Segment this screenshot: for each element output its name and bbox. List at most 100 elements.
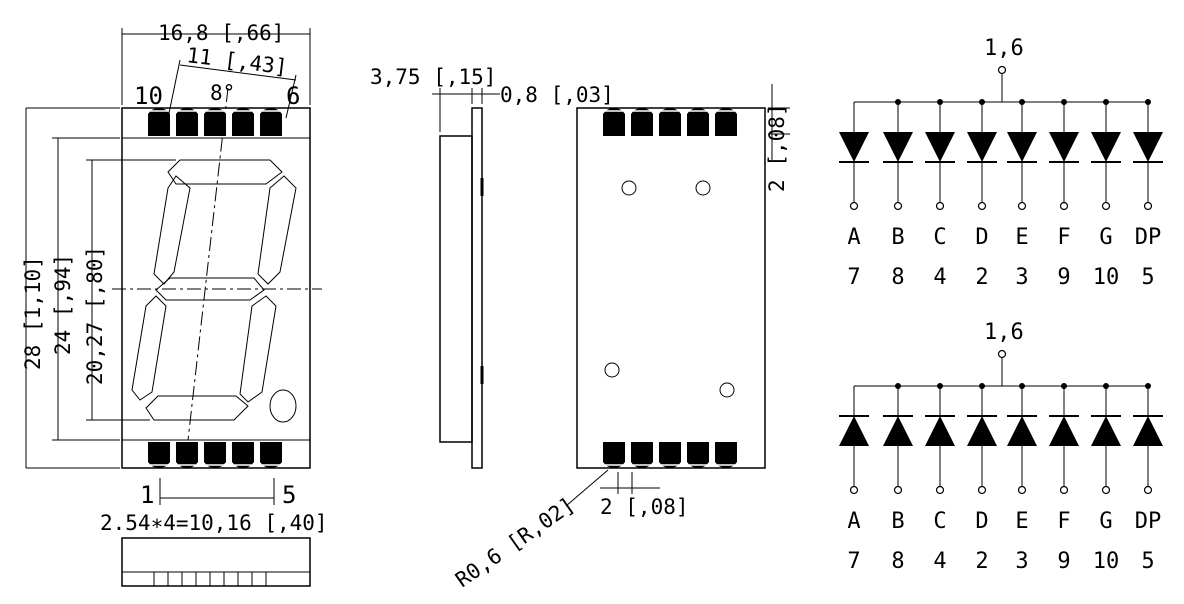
segment-terminal bbox=[1101, 485, 1111, 495]
led-diode bbox=[1007, 416, 1037, 446]
segment-terminal bbox=[1101, 201, 1111, 211]
common-terminal bbox=[997, 349, 1007, 359]
led-diode bbox=[1091, 416, 1121, 446]
segment-terminal bbox=[977, 201, 987, 211]
segment-label: F bbox=[1057, 225, 1070, 250]
led-diode bbox=[1091, 132, 1121, 162]
solder-pad bbox=[659, 108, 681, 136]
led-diode bbox=[1049, 416, 1079, 446]
led-diode bbox=[839, 416, 869, 446]
pin-number-label: 8 bbox=[891, 265, 904, 290]
pad-height-dim: 2 [,08] bbox=[765, 103, 789, 192]
segment-g bbox=[155, 277, 265, 301]
pin-label-bottom-left: 1 bbox=[140, 481, 154, 509]
segment-label: B bbox=[891, 509, 904, 534]
pin-label-bottom-right: 5 bbox=[282, 481, 296, 509]
solder-pad bbox=[603, 108, 625, 136]
side-view: 3,75 [,15] 0,8 [,03] bbox=[370, 65, 614, 469]
pin-span-dim: 11 [,43] bbox=[185, 43, 288, 79]
solder-pad bbox=[204, 442, 226, 468]
segment-terminal bbox=[1143, 485, 1153, 495]
pin-number-label: 10 bbox=[1093, 265, 1120, 290]
led-diode bbox=[839, 132, 869, 162]
pin-number-label: 7 bbox=[847, 549, 860, 574]
front-pads-bottom bbox=[148, 442, 282, 468]
led-diode bbox=[967, 416, 997, 446]
solder-pad bbox=[659, 442, 681, 468]
pin-number-label: 5 bbox=[1141, 265, 1154, 290]
segment-label: C bbox=[933, 225, 946, 250]
segment-terminal bbox=[977, 485, 987, 495]
segment-label: A bbox=[847, 225, 860, 250]
mounting-hole bbox=[719, 382, 735, 398]
segment-label: E bbox=[1015, 225, 1028, 250]
front-view: 16,8 [,66] 11 [,43] 8° 10 6 28 [1,10] 24… bbox=[21, 21, 328, 587]
segment-label: B bbox=[891, 225, 904, 250]
segment-terminal bbox=[1017, 201, 1027, 211]
solder-pad bbox=[148, 108, 170, 136]
pin-number-label: 2 bbox=[975, 549, 988, 574]
lead-dim: 0,8 [,03] bbox=[500, 83, 614, 107]
led-diode bbox=[925, 132, 955, 162]
led-diode bbox=[883, 416, 913, 446]
side-body bbox=[439, 135, 473, 443]
segment-label: A bbox=[847, 509, 860, 534]
solder-pad bbox=[148, 442, 170, 468]
solder-pad bbox=[715, 108, 737, 136]
segment-terminal bbox=[849, 201, 859, 211]
height-dim: 28 [1,10] bbox=[21, 256, 45, 370]
segment-f bbox=[153, 175, 191, 285]
pin-number-label: 10 bbox=[1093, 549, 1120, 574]
solder-pad bbox=[631, 108, 653, 136]
pin-number-label: 9 bbox=[1057, 265, 1070, 290]
pin-label-top-right: 6 bbox=[286, 82, 300, 110]
led-diode bbox=[967, 132, 997, 162]
led-diode bbox=[925, 416, 955, 446]
pin-number-label: 7 bbox=[847, 265, 860, 290]
segment-label: D bbox=[975, 509, 988, 534]
mounting-hole bbox=[695, 180, 711, 196]
pin-number-label: 4 bbox=[933, 549, 946, 574]
bottom-strip-ticks bbox=[153, 572, 267, 586]
side-pcb bbox=[471, 107, 483, 469]
segment-terminal bbox=[935, 485, 945, 495]
body-height-dim: 24 [,94] bbox=[51, 254, 75, 355]
solder-pad bbox=[176, 108, 198, 136]
led-diode bbox=[1007, 132, 1037, 162]
pin-number-label: 5 bbox=[1141, 549, 1154, 574]
segment-label: F bbox=[1057, 509, 1070, 534]
back-pads-top bbox=[603, 108, 737, 136]
back-view: 2 [,08] 2 [,08] R0,6 [R,02] bbox=[451, 84, 790, 592]
solder-pad bbox=[176, 442, 198, 468]
segment-terminal bbox=[935, 201, 945, 211]
seven-segment-digit bbox=[131, 159, 297, 421]
segment-label: DP bbox=[1135, 509, 1162, 534]
led-diode bbox=[883, 132, 913, 162]
front-body-outline bbox=[121, 107, 311, 469]
segment-terminal bbox=[1017, 485, 1027, 495]
solder-pad bbox=[260, 442, 282, 468]
segment-label: G bbox=[1099, 509, 1112, 534]
solder-pad bbox=[715, 442, 737, 468]
slant-dim: 8° bbox=[210, 81, 235, 105]
led-diode bbox=[1133, 132, 1163, 162]
pin-number-label: 8 bbox=[891, 549, 904, 574]
solder-pad bbox=[687, 442, 709, 468]
mounting-hole bbox=[604, 362, 620, 378]
segment-label: C bbox=[933, 509, 946, 534]
mounting-hole bbox=[621, 180, 637, 196]
width-dim: 16,8 [,66] bbox=[158, 21, 284, 45]
segment-terminal bbox=[893, 201, 903, 211]
segment-terminal bbox=[1143, 201, 1153, 211]
common-terminal bbox=[997, 65, 1007, 75]
common-pin-label: 1,6 bbox=[984, 320, 1024, 345]
segment-b bbox=[257, 175, 297, 285]
pin-number-label: 3 bbox=[1015, 549, 1028, 574]
digit-height-dim: 20,27 [,80] bbox=[83, 246, 107, 385]
segment-c bbox=[239, 295, 277, 403]
solder-pad bbox=[204, 108, 226, 136]
solder-pad bbox=[631, 442, 653, 468]
